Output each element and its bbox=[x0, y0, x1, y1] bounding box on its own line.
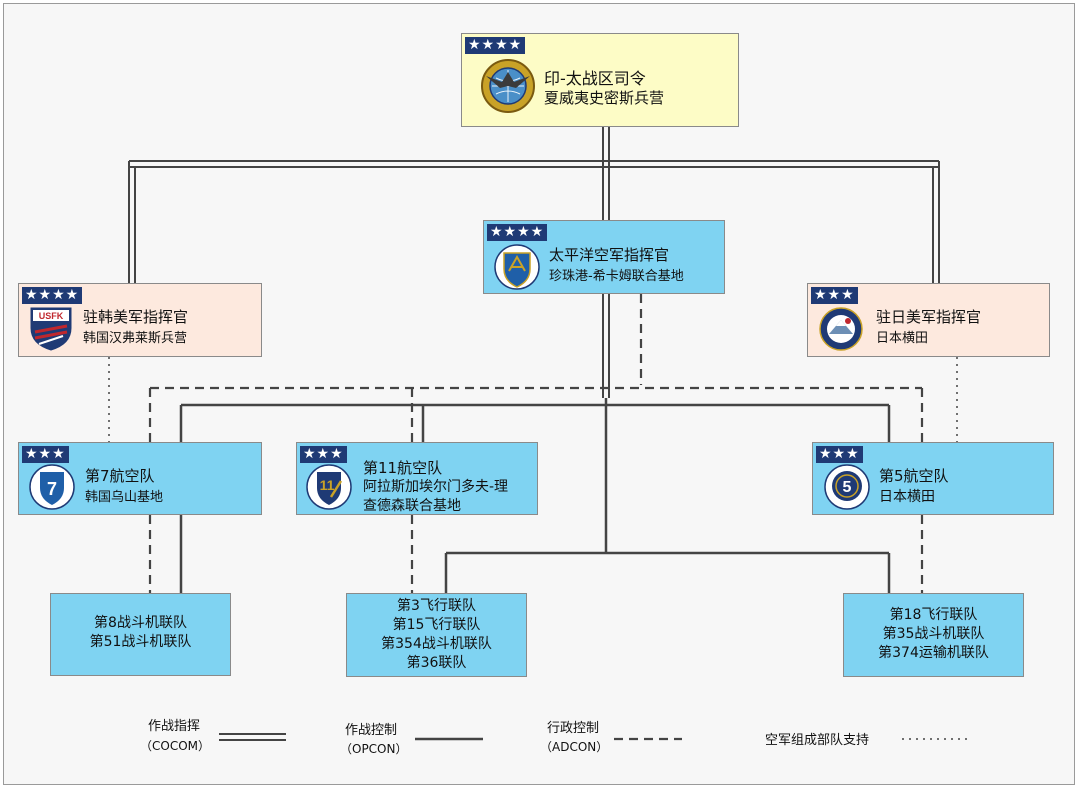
four-star-badge: ★★★★ bbox=[22, 287, 83, 304]
four-star-badge: ★★★★ bbox=[487, 224, 548, 241]
unit-line: 第15飞行联队 bbox=[392, 617, 481, 633]
7th-emblem-number: 7 bbox=[47, 479, 57, 499]
usfj-box: ★★★ 驻日美军指挥官 日本横田 bbox=[807, 283, 1050, 357]
usfk-box: ★★★★ USFK 驻韩美军指挥官 韩国汉弗莱斯兵营 bbox=[18, 283, 262, 357]
usfj-location: 日本横田 bbox=[876, 331, 929, 346]
legend-adcon-abbr: （ADCON） bbox=[540, 740, 609, 754]
legend-opcon-abbr: （OPCON） bbox=[340, 742, 408, 756]
pacaf-box: ★★★★ 太平洋空军指挥官 珍珠港-希卡姆联合基地 bbox=[483, 220, 725, 294]
usfk-emblem-text: USFK bbox=[39, 311, 64, 321]
pacaf-emblem-icon bbox=[494, 244, 540, 290]
unit-line: 第3飞行联队 bbox=[397, 598, 476, 614]
three-star-badge: ★★★ bbox=[816, 446, 863, 463]
7th-air-force-title: 第7航空队 bbox=[85, 467, 155, 485]
legend-support-label: 空军组成部队支持 bbox=[765, 733, 870, 748]
korea-wings-box: 第8战斗机联队 第51战斗机联队 bbox=[50, 593, 231, 676]
11th-emblem-number: 11 bbox=[320, 477, 335, 493]
pacaf-location: 珍珠港-希卡姆联合基地 bbox=[549, 269, 684, 284]
adcon-lines bbox=[148, 294, 924, 593]
japan-wings-box: 第18飞行联队 第35战斗机联队 第374运输机联队 bbox=[843, 593, 1024, 677]
alaska-wings-box: 第3飞行联队 第15飞行联队 第354战斗机联队 第36联队 bbox=[346, 593, 527, 677]
usfj-emblem-icon bbox=[819, 307, 863, 351]
5th-emblem-number: 5 bbox=[843, 479, 852, 496]
usfk-title: 驻韩美军指挥官 bbox=[83, 308, 189, 326]
7th-air-force-box: ★★★ 7 第7航空队 韩国乌山基地 bbox=[18, 442, 262, 515]
7th-air-force-emblem-icon: 7 bbox=[29, 464, 75, 510]
5th-air-force-title: 第5航空队 bbox=[879, 467, 949, 485]
5th-air-force-box: ★★★ 5 第5航空队 日本横田 bbox=[812, 442, 1054, 515]
three-star-badge: ★★★ bbox=[300, 446, 347, 463]
5th-air-force-emblem-icon: 5 bbox=[824, 464, 870, 510]
unit-line: 第51战斗机联队 bbox=[89, 634, 192, 650]
11th-air-force-title: 第11航空队 bbox=[363, 459, 443, 477]
indopacom-emblem-icon bbox=[481, 59, 535, 113]
unit-line: 第18飞行联队 bbox=[889, 607, 978, 623]
11th-air-force-location-line2: 查德森联合基地 bbox=[363, 498, 461, 514]
indopacom-title: 印-太战区司令 bbox=[544, 69, 646, 88]
usfj-title: 驻日美军指挥官 bbox=[876, 308, 982, 326]
legend-cocom-abbr: （COCOM） bbox=[140, 739, 211, 753]
three-star-badge: ★★★ bbox=[22, 446, 69, 463]
unit-line: 第36联队 bbox=[406, 655, 467, 671]
unit-line: 第374运输机联队 bbox=[878, 645, 989, 661]
11th-air-force-location-line1: 阿拉斯加埃尔门多夫-理 bbox=[363, 479, 509, 495]
indopacom-location: 夏威夷史密斯兵营 bbox=[544, 89, 665, 107]
legend-adcon-label: 行政控制 bbox=[547, 721, 600, 736]
5th-air-force-location: 日本横田 bbox=[879, 489, 935, 505]
legend-opcon-label: 作战控制 bbox=[345, 723, 398, 738]
unit-line: 第35战斗机联队 bbox=[882, 626, 985, 642]
indopacom-box: ★★★★ 印-太战区司令 夏威夷史密斯兵营 bbox=[461, 33, 739, 127]
unit-line: 第354战斗机联队 bbox=[381, 636, 492, 652]
usfk-location: 韩国汉弗莱斯兵营 bbox=[83, 331, 188, 346]
legend-cocom-label: 作战指挥 bbox=[148, 719, 201, 734]
pacaf-title: 太平洋空军指挥官 bbox=[549, 246, 670, 264]
usfk-shield-icon: USFK bbox=[30, 307, 72, 351]
7th-air-force-location: 韩国乌山基地 bbox=[85, 490, 164, 505]
11th-air-force-emblem-icon: 11 bbox=[306, 464, 352, 510]
three-star-badge: ★★★ bbox=[811, 287, 858, 304]
opcon-lines bbox=[179, 398, 891, 593]
unit-line: 第8战斗机联队 bbox=[94, 615, 187, 631]
11th-air-force-box: ★★★ 11 第11航空队 阿拉斯加埃尔门多夫-理 查德森联合基地 bbox=[296, 442, 538, 515]
support-lines bbox=[108, 357, 958, 442]
cocom-lines bbox=[128, 127, 940, 398]
legend-samples bbox=[219, 733, 968, 741]
four-star-badge: ★★★★ bbox=[465, 37, 526, 54]
